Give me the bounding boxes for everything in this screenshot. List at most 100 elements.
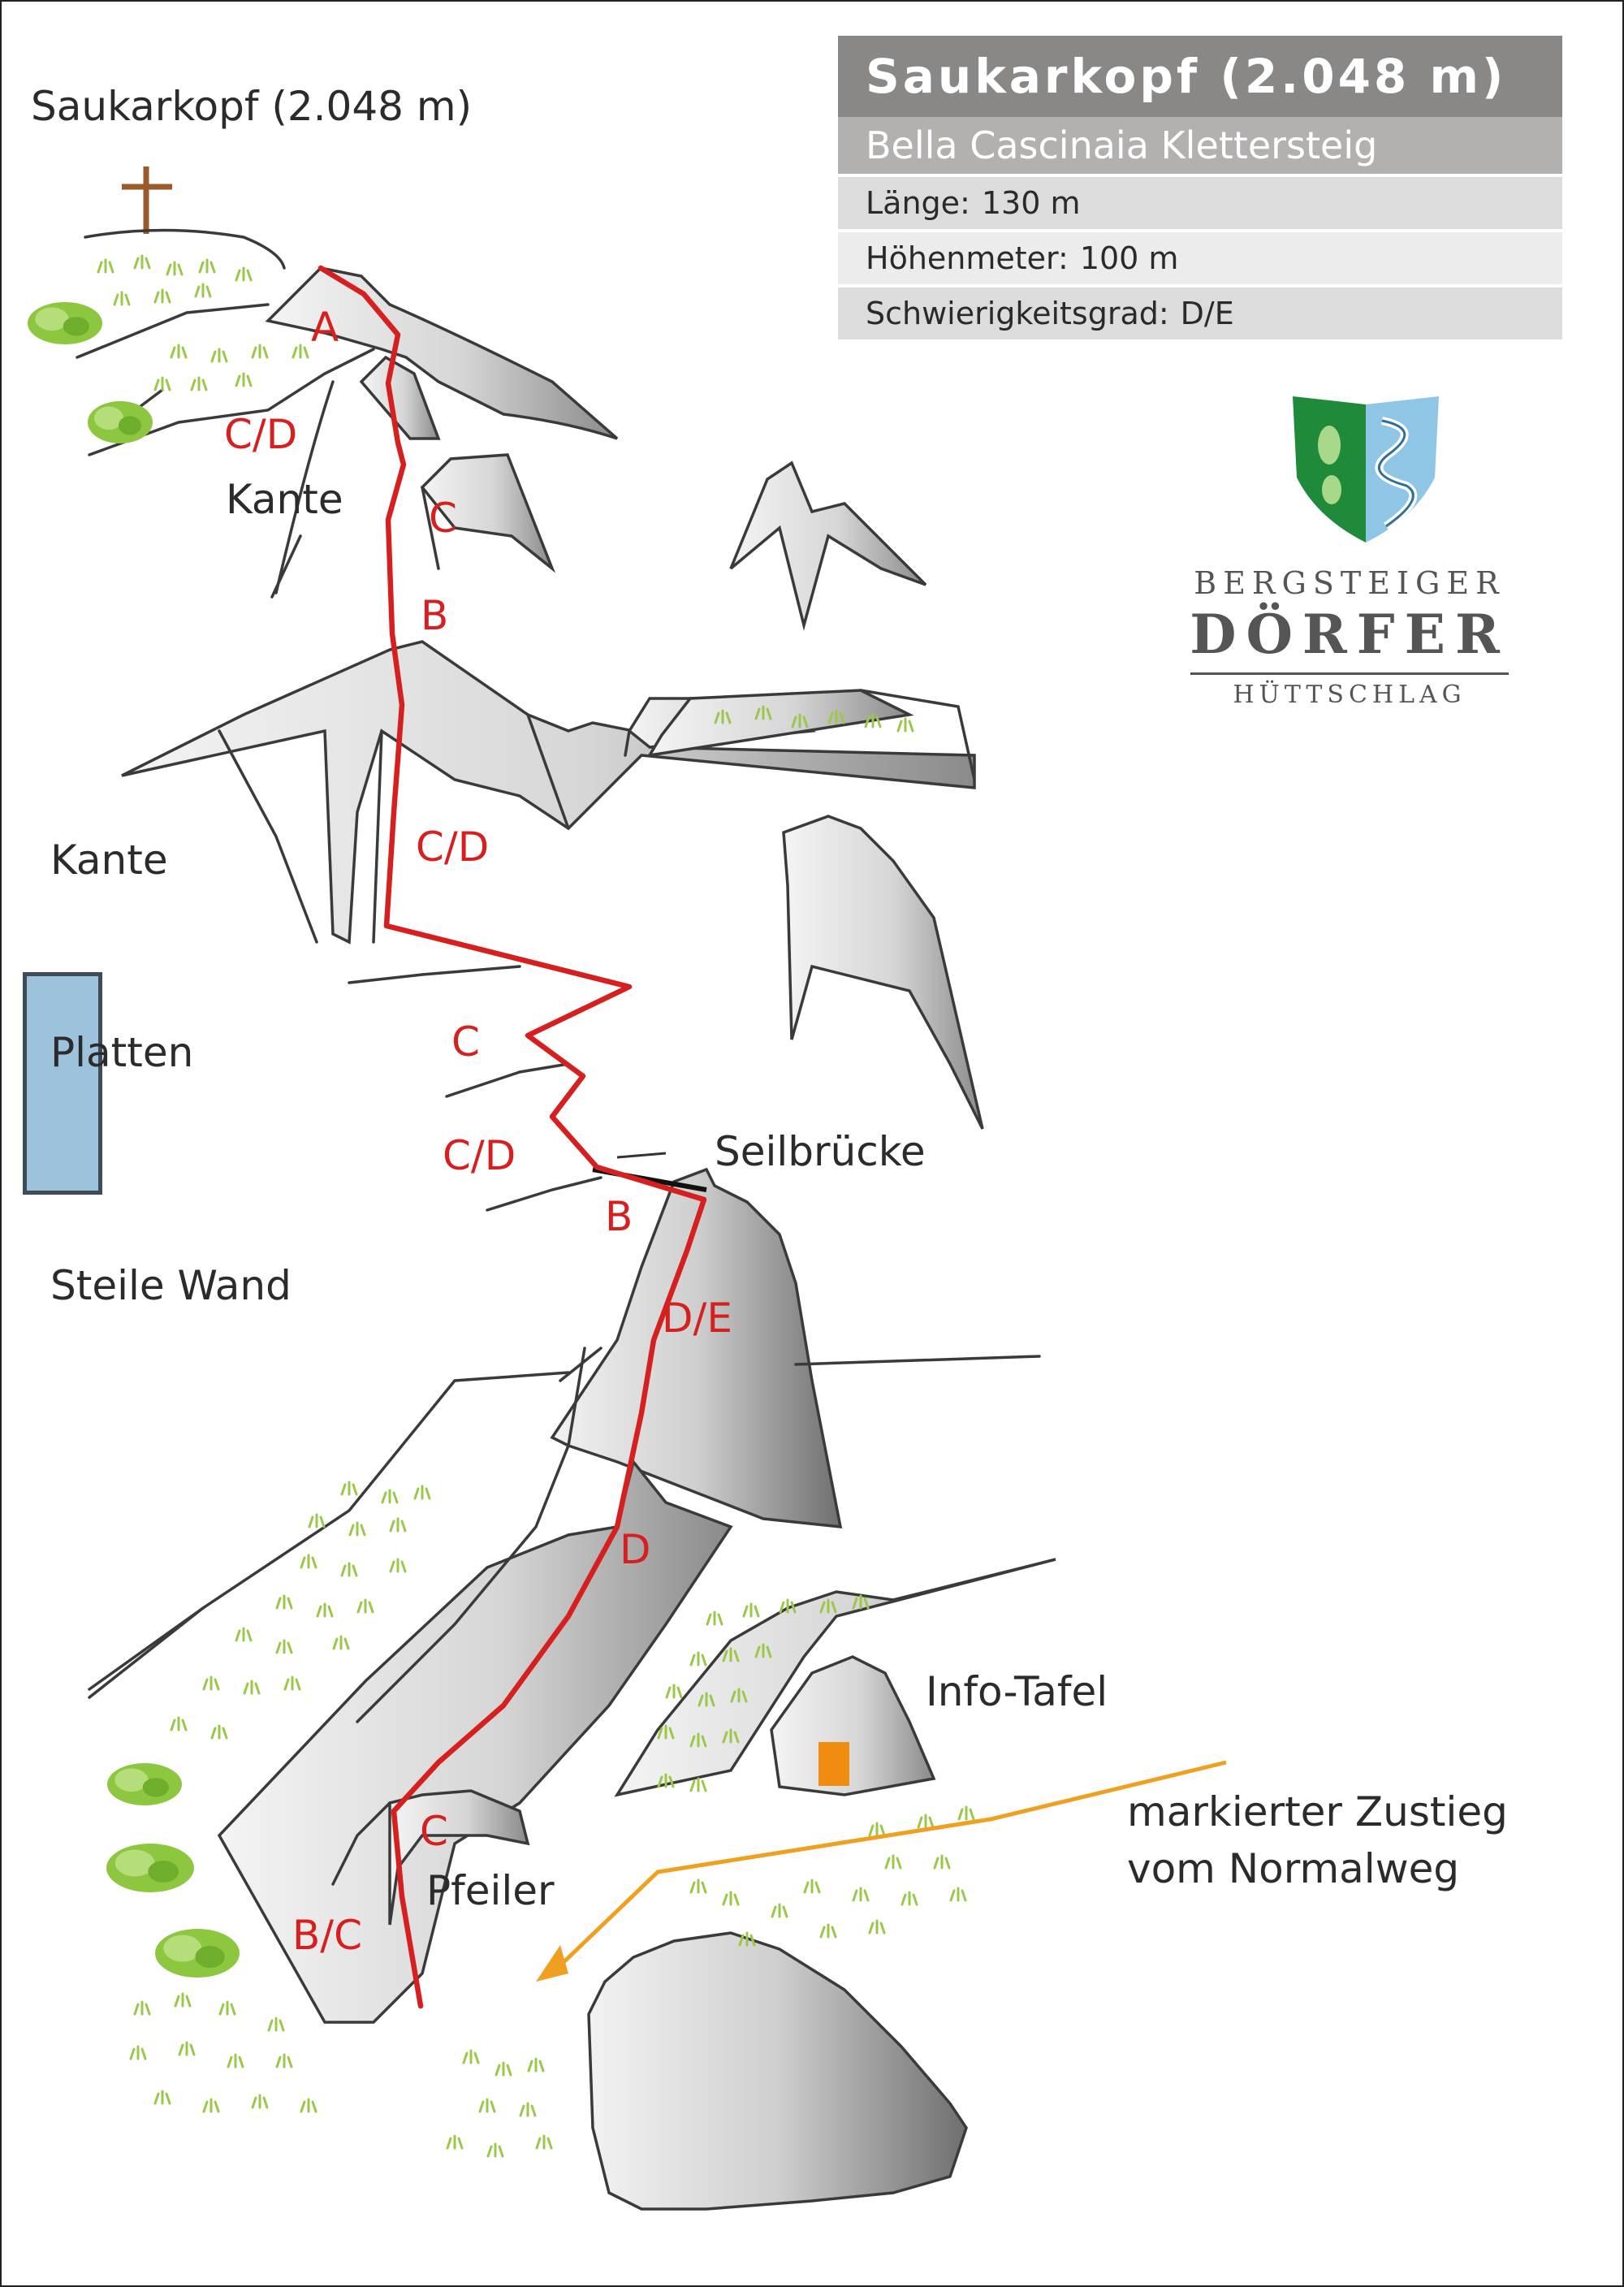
grass-tuft-icon (706, 1610, 723, 1626)
grass-tufts (97, 254, 975, 2158)
grass-tuft-icon (316, 1602, 334, 1618)
grade-c-middle: C (451, 1018, 480, 1066)
kante-upper-label: Kante (226, 476, 343, 523)
grass-tuft-icon (292, 344, 309, 359)
access-arrow-icon (536, 1945, 568, 1982)
shrub-icon (107, 1763, 182, 1805)
middle-rock (121, 640, 984, 1212)
grass-tuft-icon (178, 2041, 196, 2056)
grass-tuft-icon (738, 1931, 756, 1947)
grass-tuft-icon (495, 2061, 512, 2077)
info-row-elevation: Höhenmeter:100 m (838, 229, 1562, 284)
grade-b-upper: B (421, 592, 448, 639)
grade-cd-upper: C/D (224, 411, 297, 458)
grass-tuft-icon (133, 254, 151, 270)
grass-tuft-icon (478, 2098, 496, 2113)
info-title: Saukarkopf (2.048 m) (838, 36, 1562, 117)
grass-tuft-icon (689, 1777, 707, 1792)
grass-tuft-icon (462, 2049, 480, 2064)
platten-marker (23, 972, 102, 1195)
grade-d: D (620, 1526, 651, 1573)
grass-tuft-icon (791, 713, 809, 728)
grade-cd-middle: C/D (416, 824, 489, 871)
grade-de: D/E (662, 1295, 732, 1342)
grass-tuft-icon (901, 1891, 918, 1906)
logo-text-line2: DÖRFER (1190, 603, 1510, 666)
grass-tuft-icon (527, 2057, 545, 2073)
grass-tuft-icon (446, 2134, 464, 2150)
info-row-value: D/E (1180, 296, 1234, 331)
grass-tuft-icon (153, 376, 171, 391)
grass-tuft-icon (166, 261, 184, 276)
grass-tuft-icon (235, 1627, 253, 1642)
shrub-icon (88, 401, 153, 443)
grass-tuft-icon (210, 1724, 228, 1740)
logo-shield-icon (1293, 396, 1439, 543)
grade-a: A (311, 304, 339, 351)
grass-tuft-icon (356, 1598, 374, 1614)
grade-c-lower: C (420, 1808, 448, 1855)
grass-tuft-icon (779, 1598, 797, 1614)
grass-tuft-icon (884, 1854, 902, 1870)
grass-tuft-icon (896, 717, 914, 733)
access-path (536, 1760, 1227, 1982)
info-tafel-label: Info-Tafel (926, 1668, 1108, 1715)
grade-cd-lower: C/D (443, 1132, 516, 1179)
grass-tuft-icon (864, 713, 882, 728)
grass-tuft-icon (332, 1635, 350, 1650)
grass-tuft-icon (868, 1822, 886, 1837)
info-subtitle: Bella Cascinaia Klettersteig (838, 117, 1562, 174)
grass-tuft-icon (819, 1598, 837, 1614)
grass-tuft-icon (235, 266, 253, 282)
grass-tuft-icon (227, 2053, 244, 2069)
grass-tuft-icon (243, 1680, 261, 1695)
grass-tuft-icon (689, 1878, 707, 1894)
grass-tuft-icon (348, 1521, 366, 1537)
grass-tuft-icon (308, 1513, 326, 1528)
summit-rock (76, 228, 927, 631)
info-row-key: Länge: (866, 185, 970, 221)
route-info-box: Saukarkopf (2.048 m) Bella Cascinaia Kle… (838, 36, 1562, 339)
grass-tuft-icon (210, 348, 228, 363)
grass-tuft-icon (689, 1651, 707, 1667)
grass-tuft-icon (133, 2000, 151, 2016)
grass-tuft-icon (933, 1854, 951, 1870)
grass-tuft-icon (714, 709, 732, 724)
grass-tuft-icon (868, 1919, 886, 1935)
grass-tuft-icon (827, 709, 845, 724)
grass-tuft-icon (730, 1688, 748, 1703)
grass-tuft-icon (698, 1692, 715, 1707)
shrub-icons (28, 302, 240, 1978)
grass-tuft-icon (275, 1594, 293, 1610)
grass-tuft-icon (174, 1992, 192, 2008)
summit-cross-icon (122, 166, 172, 234)
grass-tuft-icon (283, 1675, 301, 1691)
info-row-key: Schwierigkeitsgrad: (866, 296, 1169, 331)
grass-tuft-icon (803, 1878, 821, 1894)
grass-tuft-icon (957, 1805, 975, 1821)
grass-tuft-icon (742, 1602, 760, 1618)
lower-rock (88, 1347, 1056, 2211)
grass-tuft-icon (917, 1814, 935, 1829)
grass-tuft-icon (129, 2045, 147, 2060)
info-row-value: 130 m (981, 185, 1081, 221)
shrub-icon (28, 302, 102, 344)
grass-tuft-icon (153, 288, 171, 304)
info-board-icon (818, 1742, 849, 1786)
shrub-icon (155, 1929, 240, 1978)
grass-tuft-icon (389, 1517, 407, 1533)
zustieg-label-line1: markierter Zustieg (1127, 1788, 1508, 1835)
grass-tuft-icon (413, 1485, 431, 1500)
grass-tuft-icon (170, 344, 188, 359)
grass-tuft-icon (657, 1773, 675, 1788)
grass-tuft-icon (251, 2094, 269, 2109)
grass-tuft-icon (194, 283, 212, 298)
grass-tuft-icon (275, 1639, 293, 1654)
climbing-route-line (317, 265, 707, 2009)
grass-tuft-icon (300, 2098, 317, 2113)
grass-tuft-icon (852, 1887, 870, 1902)
zustieg-label-line2: vom Normalweg (1127, 1845, 1459, 1892)
grass-tuft-icon (486, 2142, 504, 2158)
grass-tuft-icon (665, 1684, 683, 1699)
grass-tuft-icon (722, 1647, 740, 1662)
